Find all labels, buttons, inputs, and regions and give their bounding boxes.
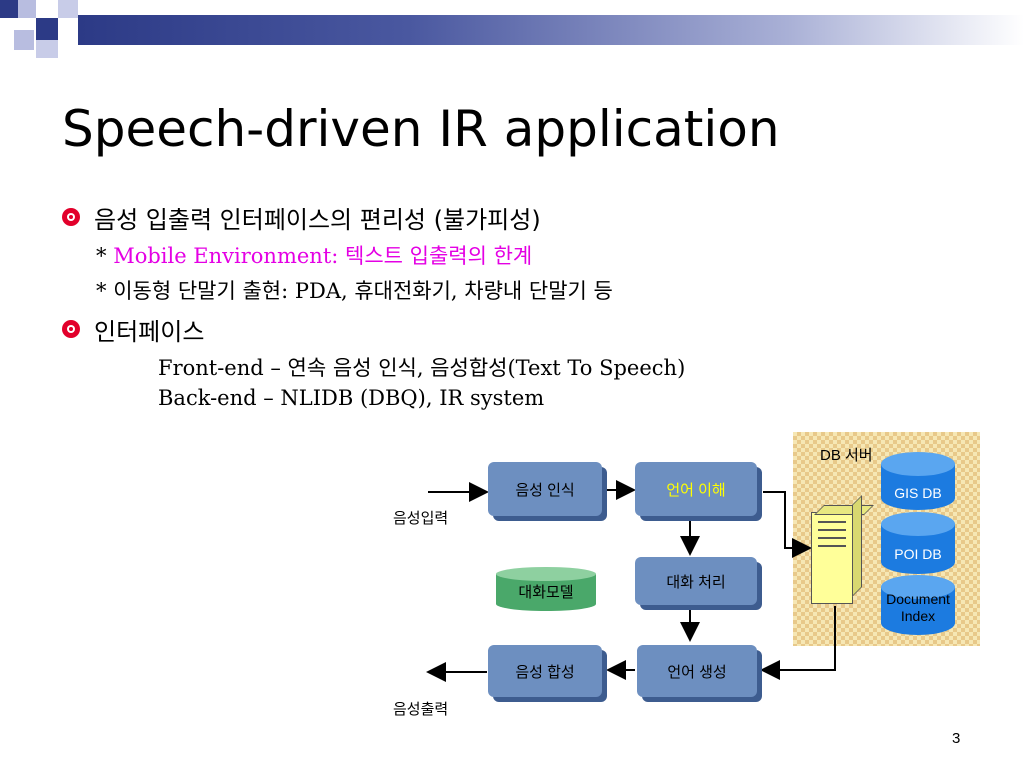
bullet-1-text: 음성 입출력 인터페이스의 편리성 (불가피성) bbox=[94, 206, 541, 234]
dialog-model-cylinder: 대화모델 bbox=[496, 567, 596, 611]
logo-square-2 bbox=[18, 0, 36, 18]
database-cylinder-poi: POI DB bbox=[881, 512, 955, 574]
dialog-model-label: 대화모델 bbox=[518, 584, 574, 601]
gis-db-label: GIS DB bbox=[894, 485, 942, 501]
server-icon bbox=[811, 495, 862, 604]
logo-square-6 bbox=[36, 40, 58, 58]
bullet-2-sub-1: Front-end – 연속 음성 인식, 음성합성(Text To Speec… bbox=[158, 356, 686, 380]
sub-prefix: * bbox=[96, 244, 114, 268]
dialog-processing-box: 대화 처리 bbox=[635, 557, 757, 605]
logo-square-5 bbox=[14, 30, 34, 50]
speech-synthesis-box: 음성 합성 bbox=[488, 645, 602, 697]
bullet-icon-1 bbox=[62, 208, 80, 226]
bullet-1-sub-1: * Mobile Environment: 텍스트 입출력의 한계 bbox=[96, 240, 532, 270]
output-label: 음성출력 bbox=[393, 701, 449, 718]
database-cylinder-document: Document Index bbox=[881, 575, 955, 635]
input-label: 음성입력 bbox=[393, 510, 449, 527]
language-generation-box: 언어 생성 bbox=[637, 645, 757, 697]
bullet-2-sub-2: Back-end – NLIDB (DBQ), IR system bbox=[158, 386, 545, 410]
bullet-1-sub-2: * 이동형 단말기 출현: PDA, 휴대전화기, 차량내 단말기 등 bbox=[96, 275, 613, 305]
logo-square-4 bbox=[58, 0, 78, 18]
sub-prefix: * bbox=[96, 279, 114, 303]
sub-text: 이동형 단말기 출현: PDA, 휴대전화기, 차량내 단말기 등 bbox=[113, 279, 613, 303]
header-gradient-bar bbox=[78, 15, 1024, 45]
bullet-2-text: 인터페이스 bbox=[94, 318, 205, 346]
speech-recognition-box: 음성 인식 bbox=[488, 462, 602, 516]
database-cylinder-gis: GIS DB bbox=[881, 452, 955, 510]
slide-title: Speech-driven IR application bbox=[62, 100, 780, 158]
document-index-label: Document Index bbox=[886, 591, 950, 624]
poi-db-label: POI DB bbox=[894, 546, 942, 562]
language-understanding-box: 언어 이해 bbox=[635, 462, 757, 516]
bullet-icon-2 bbox=[62, 320, 80, 338]
logo-square-3 bbox=[36, 18, 58, 40]
logo-square-1 bbox=[0, 0, 18, 18]
mobile-env-highlight: Mobile Environment: 텍스트 입출력의 한계 bbox=[113, 244, 533, 268]
page-number: 3 bbox=[952, 730, 961, 747]
db-server-label: DB 서버 bbox=[820, 447, 873, 464]
